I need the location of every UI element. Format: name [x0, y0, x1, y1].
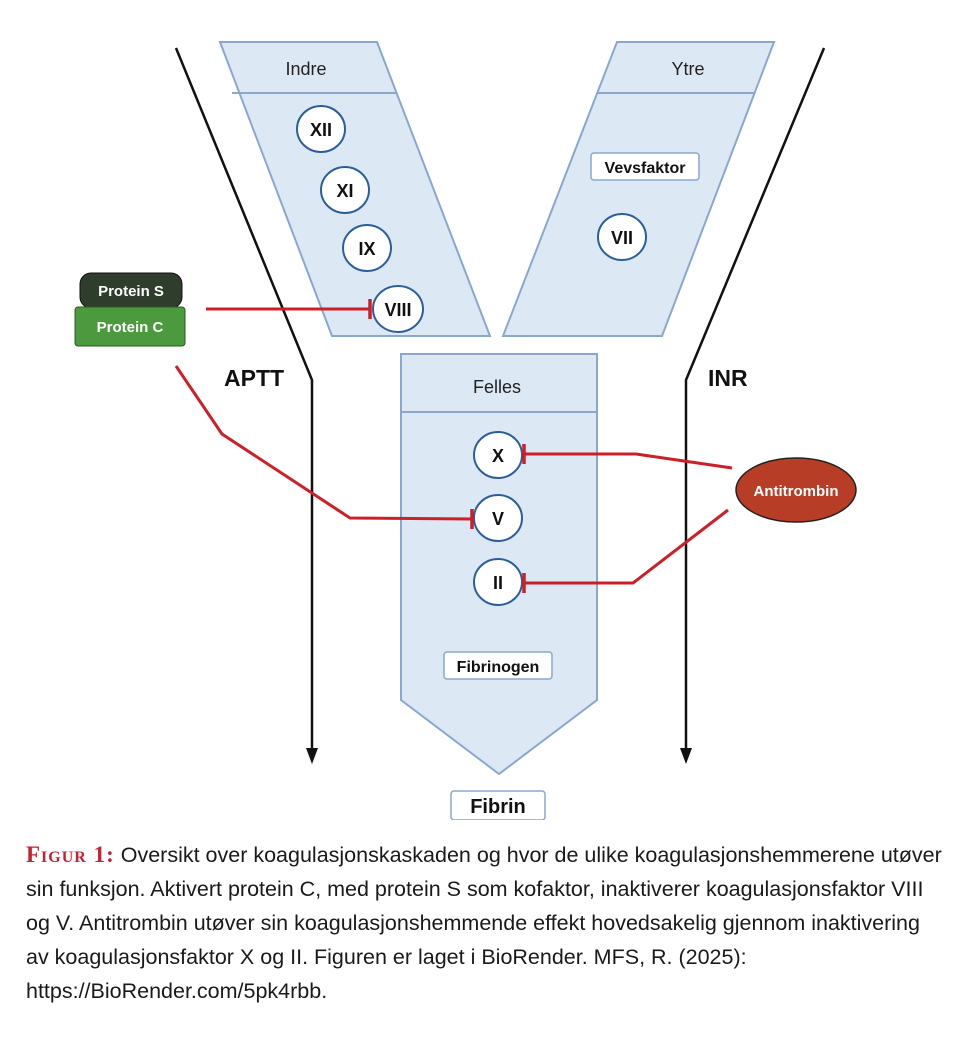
figure-caption: Figur 1: Oversikt over koagulasjonskaska…: [26, 838, 946, 1008]
protein-s-box: Protein S: [79, 272, 183, 309]
extrinsic-header: Ytre: [671, 59, 704, 79]
inhibition-antithrombin-x: [522, 444, 733, 470]
svg-text:Protein C: Protein C: [97, 319, 164, 336]
factor-vii: VII: [597, 213, 647, 261]
inr-arrow: [684, 47, 826, 754]
svg-text:Fibrin: Fibrin: [470, 796, 526, 818]
svg-text:Antitrombin: Antitrombin: [754, 483, 839, 500]
extrinsic-panel: Ytre: [501, 41, 776, 337]
svg-text:V: V: [492, 509, 504, 529]
svg-text:Fibrinogen: Fibrinogen: [457, 659, 540, 676]
svg-text:VII: VII: [611, 228, 633, 248]
antithrombin-ellipse: Antitrombin: [735, 457, 857, 523]
coagulation-cascade-diagram: Indre Ytre Felles XII XI IX VIII Vevsfak…: [74, 41, 857, 820]
inr-arrowhead: [680, 748, 692, 764]
aptt-arrow: [174, 47, 314, 754]
inhibition-antithrombin-ii: [522, 508, 729, 593]
caption-label: Figur 1:: [26, 842, 115, 867]
inhibition-protein-c-viii: [206, 299, 372, 319]
common-header: Felles: [473, 377, 521, 397]
fibrin-box: Fibrin: [450, 790, 546, 820]
svg-text:IX: IX: [358, 239, 375, 259]
svg-text:VIII: VIII: [384, 300, 411, 320]
factor-ii: II: [473, 558, 523, 606]
factor-xi: XI: [320, 166, 370, 214]
fibrinogen-box: Fibrinogen: [443, 651, 553, 680]
factor-v: V: [473, 494, 523, 542]
factor-x: X: [473, 431, 523, 479]
svg-text:XI: XI: [336, 181, 353, 201]
svg-text:X: X: [492, 446, 504, 466]
intrinsic-header: Indre: [285, 59, 326, 79]
aptt-arrowhead: [306, 748, 318, 764]
factor-xii: XII: [296, 105, 346, 153]
tissue-factor: Vevsfaktor: [590, 152, 700, 181]
svg-text:Vevsfaktor: Vevsfaktor: [605, 160, 686, 177]
factor-ix: IX: [342, 224, 392, 272]
aptt-label: APTT: [224, 365, 284, 391]
protein-c-box: Protein C: [74, 306, 186, 347]
svg-text:II: II: [493, 573, 503, 593]
svg-text:Protein S: Protein S: [98, 283, 164, 300]
factor-viii: VIII: [372, 285, 424, 333]
svg-text:XII: XII: [310, 120, 332, 140]
inr-label: INR: [708, 365, 748, 391]
inhibition-protein-c-v: [174, 365, 474, 529]
caption-text: Oversikt over koagulasjonskaskaden og hv…: [26, 843, 942, 1003]
